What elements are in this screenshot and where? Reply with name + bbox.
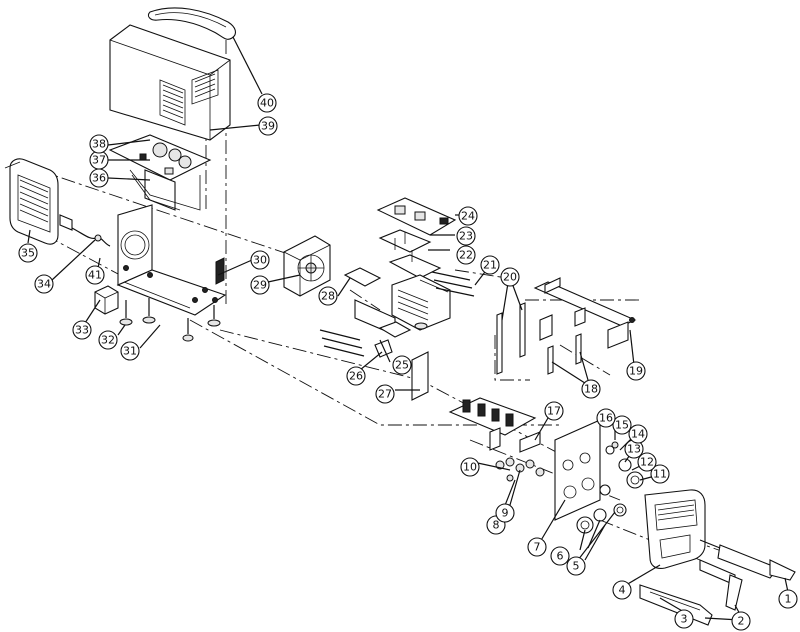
callout-label: 30 — [253, 254, 267, 267]
callout-3: 3 — [674, 609, 694, 629]
callout-label: 18 — [584, 383, 598, 396]
callout-2: 2 — [731, 611, 751, 631]
callout-19: 19 — [626, 361, 646, 381]
callout-17: 17 — [544, 401, 564, 421]
callout-label: 8 — [493, 519, 500, 532]
callout-label: 1 — [785, 593, 792, 606]
callout-label: 28 — [321, 290, 335, 303]
part-front-bezel — [644, 489, 706, 569]
callout-28: 28 — [318, 286, 338, 306]
callout-7: 7 — [527, 537, 547, 557]
callout-label: 21 — [483, 259, 497, 272]
callout-label: 38 — [92, 138, 106, 151]
callout-4: 4 — [612, 580, 632, 600]
callout-36: 36 — [89, 168, 109, 188]
callout-label: 26 — [349, 370, 363, 383]
callout-label: 15 — [615, 419, 629, 432]
callout-label: 31 — [123, 345, 137, 358]
callout-label: 19 — [629, 365, 643, 378]
callout-23: 23 — [456, 226, 476, 246]
callout-33: 33 — [72, 320, 92, 340]
part-control-pcb — [376, 197, 457, 279]
callout-label: 2 — [738, 615, 745, 628]
callout-label: 32 — [101, 334, 115, 347]
callout-6: 6 — [550, 546, 570, 566]
callout-41: 41 — [85, 265, 105, 285]
callout-35: 35 — [18, 243, 38, 263]
callout-12: 12 — [637, 452, 657, 472]
part-top-cover — [109, 24, 231, 141]
part-front-panel-left — [4, 158, 59, 245]
callout-label: 37 — [92, 154, 106, 167]
callout-label: 12 — [640, 456, 654, 469]
callout-11: 11 — [650, 464, 670, 484]
callout-10: 10 — [460, 457, 480, 477]
callout-label: 9 — [502, 507, 509, 520]
callout-20: 20 — [500, 267, 520, 287]
callout-label: 29 — [253, 279, 267, 292]
part-cable — [59, 214, 111, 247]
callout-label: 5 — [573, 560, 580, 573]
callout-38: 38 — [89, 134, 109, 154]
callout-label: 34 — [37, 278, 51, 291]
callout-22: 22 — [456, 245, 476, 265]
part-output-pcb — [448, 397, 537, 451]
part-electrode-holder — [639, 539, 796, 626]
callout-label: 25 — [395, 359, 409, 372]
callout-label: 41 — [88, 269, 102, 282]
callout-label: 22 — [459, 249, 473, 262]
callout-15: 15 — [612, 415, 632, 435]
callout-label: 17 — [547, 405, 561, 418]
callout-14: 14 — [628, 424, 648, 444]
callout-label: 33 — [75, 324, 89, 337]
callout-34: 34 — [34, 274, 54, 294]
callout-32: 32 — [98, 330, 118, 350]
callout-label: 24 — [461, 210, 475, 223]
callout-18: 18 — [581, 379, 601, 399]
callout-label: 39 — [261, 120, 275, 133]
callout-label: 13 — [627, 443, 641, 456]
callout-label: 11 — [653, 468, 667, 481]
callout-label: 40 — [260, 97, 274, 110]
callout-1: 1 — [778, 589, 798, 609]
callout-13: 13 — [624, 439, 644, 459]
part-rails — [496, 277, 637, 375]
callout-5: 5 — [566, 556, 586, 576]
part-knobs-connectors — [576, 441, 644, 534]
callout-label: 20 — [503, 271, 517, 284]
callout-9: 9 — [495, 503, 515, 523]
callout-37: 37 — [89, 150, 109, 170]
callout-label: 23 — [459, 230, 473, 243]
part-front-plate — [495, 419, 601, 521]
callout-label: 4 — [619, 584, 626, 597]
callout-30: 30 — [250, 250, 270, 270]
callout-31: 31 — [120, 341, 140, 361]
callout-label: 36 — [92, 172, 106, 185]
callout-40: 40 — [257, 93, 277, 113]
callout-26: 26 — [346, 366, 366, 386]
callout-label: 6 — [557, 550, 564, 563]
callout-27: 27 — [375, 384, 395, 404]
part-chassis-base — [116, 204, 227, 342]
callout-label: 14 — [631, 428, 645, 441]
part-heat-sink-assembly — [319, 267, 475, 401]
callout-25: 25 — [392, 355, 412, 375]
callout-label: 35 — [21, 247, 35, 260]
callout-label: 10 — [463, 461, 477, 474]
part-handle — [147, 7, 237, 40]
callout-29: 29 — [250, 275, 270, 295]
part-rectifier-block — [94, 285, 119, 315]
callout-39: 39 — [258, 116, 278, 136]
part-main-pcb — [108, 134, 212, 211]
callout-24: 24 — [458, 206, 478, 226]
callout-label: 27 — [378, 388, 392, 401]
callout-label: 7 — [534, 541, 541, 554]
callout-16: 16 — [596, 408, 616, 428]
callout-label: 16 — [599, 412, 613, 425]
callout-label: 3 — [681, 613, 688, 626]
callout-21: 21 — [480, 255, 500, 275]
part-fan — [283, 235, 331, 297]
